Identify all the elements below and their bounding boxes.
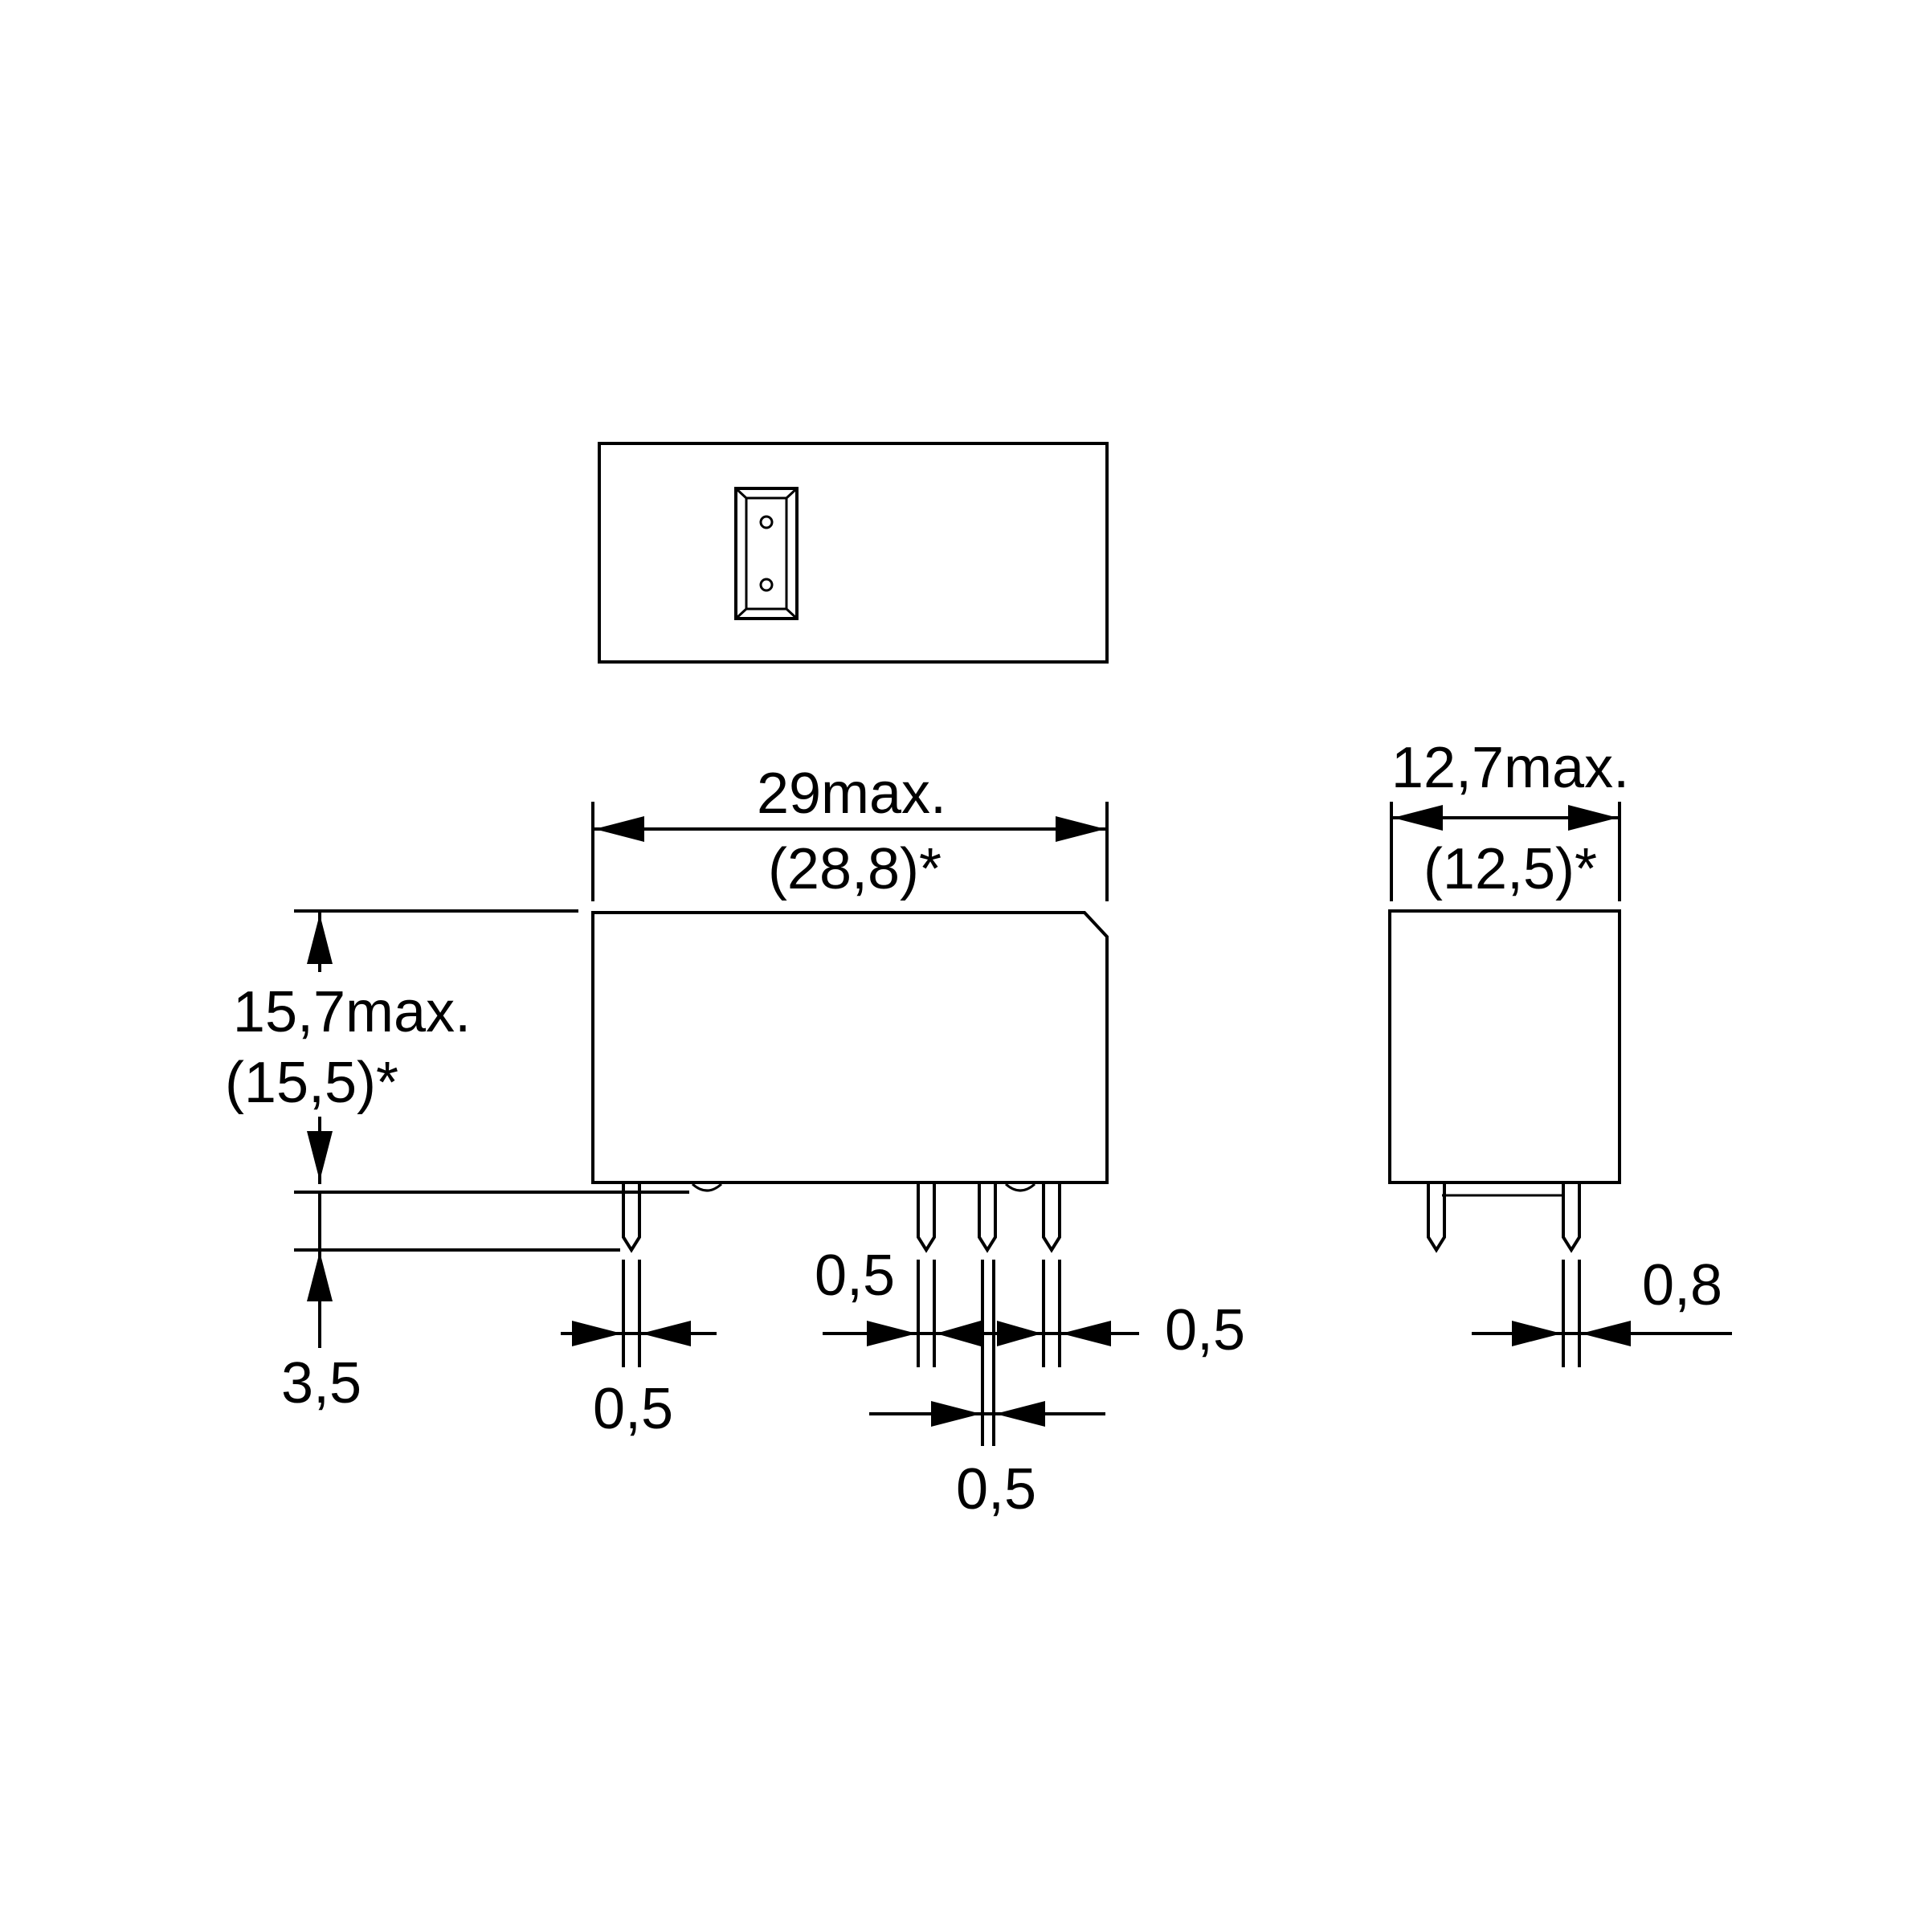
front-view-body (591, 911, 1109, 1184)
height-label-backdrop (201, 972, 490, 1117)
side-pin-2 (1562, 1182, 1581, 1253)
pin-width-side-label: 0,8 (1642, 1253, 1722, 1317)
height-nominal-label: (15,5)* (225, 1051, 398, 1115)
side-view-body (1388, 909, 1621, 1184)
front-view (591, 911, 1109, 1253)
top-view-terminal-block (734, 487, 799, 620)
front-pin-4 (1042, 1182, 1061, 1253)
dimension-width (1390, 802, 1621, 901)
pin-width-center-label: 0,5 (956, 1457, 1036, 1522)
pin-width-mid-left-label: 0,5 (815, 1244, 895, 1308)
dimension-pin-width-left (561, 1260, 717, 1367)
front-pin-3 (978, 1182, 997, 1253)
front-body-foot (692, 1182, 722, 1192)
front-pin-2 (917, 1182, 936, 1253)
pin-width-mid-right-label: 0,5 (1165, 1298, 1245, 1362)
top-view-body (598, 442, 1109, 664)
height-max-label: 15,7max. (233, 980, 471, 1044)
dimension-pin-width-side (1472, 1260, 1732, 1367)
front-pin-1 (622, 1182, 641, 1253)
length-nominal-label: (28,8)* (768, 837, 942, 901)
length-max-label: 29max. (757, 762, 946, 826)
dimension-length (591, 802, 1109, 901)
side-view (1388, 909, 1621, 1253)
pin-length-label: 3,5 (281, 1351, 362, 1415)
dimension-pin-length (294, 1191, 620, 1348)
pin-width-left-label: 0,5 (593, 1377, 673, 1441)
width-max-label: 12,7max. (1391, 736, 1629, 800)
width-nominal-label: (12,5)* (1424, 837, 1597, 901)
side-pin-1 (1427, 1182, 1446, 1253)
dimension-pin-width-middle (823, 1260, 1139, 1446)
front-body-foot-right (1005, 1182, 1035, 1192)
top-view (598, 442, 1109, 664)
